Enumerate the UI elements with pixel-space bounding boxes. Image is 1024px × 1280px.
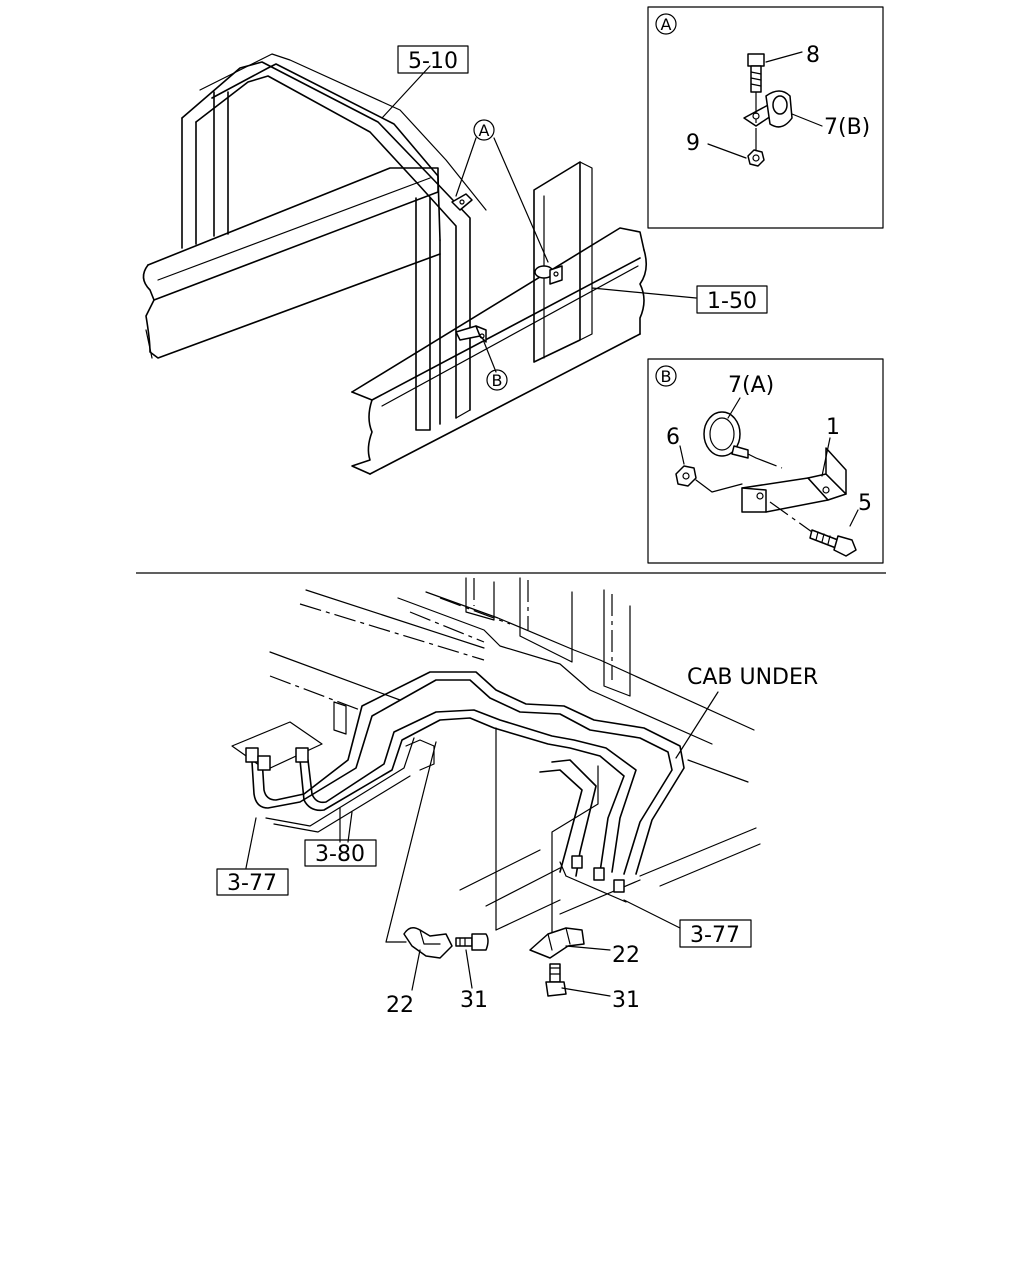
frame-clamp-a-upper bbox=[451, 193, 473, 211]
svg-text:3-80: 3-80 bbox=[315, 842, 365, 867]
pipe-fitting-right-1 bbox=[571, 855, 583, 869]
upper-frame-assembly: A B 5-10 1-50 bbox=[142, 45, 768, 475]
detail-b-part-1: 1 bbox=[826, 415, 840, 440]
lower-left-part-31: 31 bbox=[460, 988, 488, 1013]
detail-a-part-7b: 7(B) bbox=[824, 115, 870, 140]
lower-right-part-22: 22 bbox=[612, 943, 640, 968]
svg-text:A: A bbox=[661, 15, 672, 34]
ref-box-3-77-left: 3-77 bbox=[216, 868, 289, 896]
detail-b-part-7a: 7(A) bbox=[728, 373, 774, 398]
nut-9-icon bbox=[747, 149, 765, 167]
svg-text:3-77: 3-77 bbox=[690, 923, 740, 948]
detail-a-part-8: 8 bbox=[806, 43, 820, 68]
svg-text:B: B bbox=[492, 371, 503, 390]
frame-clamp-a-post bbox=[534, 265, 563, 285]
band-clamp-7a-icon bbox=[703, 411, 757, 459]
detail-b-panel: B bbox=[647, 358, 884, 564]
bolt-31-right-icon bbox=[545, 963, 567, 997]
ref-box-5-10: 5-10 bbox=[397, 45, 469, 74]
pipe-fitting-left-3 bbox=[295, 747, 309, 763]
lower-pipe-assembly: CAB UNDER 3-80 3-77 3-77 22 31 22 31 bbox=[216, 577, 818, 1018]
pipe-fitting-left-1 bbox=[245, 747, 259, 763]
detail-a-part-9: 9 bbox=[686, 131, 700, 156]
svg-text:3-77: 3-77 bbox=[227, 871, 277, 896]
pipe-fitting-left-2 bbox=[257, 755, 271, 771]
clamp-22-right-icon bbox=[529, 927, 585, 959]
callout-a-marker: A bbox=[473, 119, 495, 141]
bolt-8-icon bbox=[747, 53, 765, 93]
clip-7b-icon bbox=[743, 90, 793, 128]
lower-right-part-31: 31 bbox=[612, 988, 640, 1013]
detail-a-panel: A 8 9 7(B) bbox=[647, 6, 884, 229]
detail-b-part-5: 5 bbox=[858, 491, 872, 516]
svg-text:5-10: 5-10 bbox=[408, 49, 458, 74]
pipe-fitting-right-3 bbox=[613, 879, 625, 893]
detail-a-marker: A bbox=[655, 13, 677, 35]
frame-clamp-b bbox=[455, 325, 487, 343]
svg-text:B: B bbox=[661, 367, 672, 386]
lower-left-part-22: 22 bbox=[386, 993, 414, 1018]
callout-b-marker: B bbox=[486, 369, 508, 391]
bolt-31-left-icon bbox=[455, 933, 489, 951]
ref-box-3-80: 3-80 bbox=[304, 839, 377, 867]
clamp-22-left-icon bbox=[403, 927, 453, 959]
pipe-fitting-right-2 bbox=[593, 867, 605, 881]
nut-6-icon bbox=[675, 465, 697, 487]
bracket-1-icon bbox=[741, 447, 847, 513]
detail-b-marker: B bbox=[655, 365, 677, 387]
svg-text:1-50: 1-50 bbox=[707, 289, 757, 314]
svg-text:A: A bbox=[479, 121, 490, 140]
ref-box-1-50: 1-50 bbox=[696, 285, 768, 314]
ref-box-3-77-right: 3-77 bbox=[679, 919, 752, 948]
detail-b-part-6: 6 bbox=[666, 425, 680, 450]
bolt-5-icon bbox=[809, 529, 857, 557]
cab-under-label: CAB UNDER bbox=[687, 665, 818, 690]
